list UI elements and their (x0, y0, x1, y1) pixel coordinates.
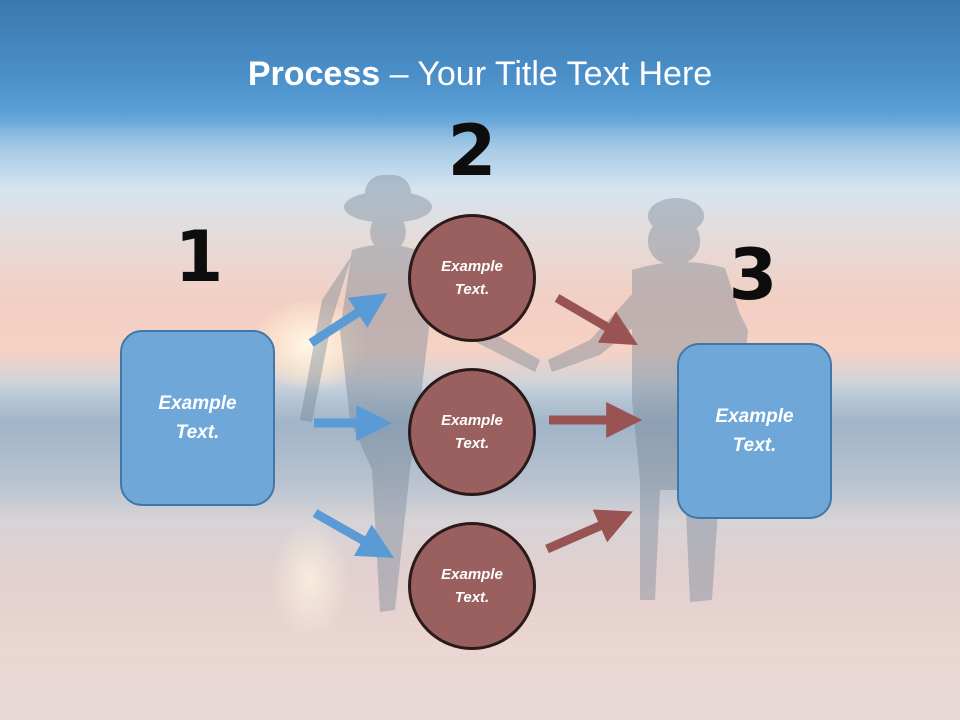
circle-bottom: Example Text. (408, 522, 536, 650)
arrow-left-to-bottom (312, 509, 395, 559)
left-box-text: Example Text. (158, 393, 237, 443)
sun-reflection (270, 520, 350, 640)
arrow-bottom-to-right (545, 509, 633, 554)
title-rest: – Your Title Text Here (380, 55, 713, 93)
arrow-left-to-top (308, 293, 388, 347)
step-number-1: 1 (174, 216, 224, 298)
circle-top-text: Example Text. (441, 258, 503, 298)
right-box: Example Text. (677, 343, 832, 519)
title-band (0, 0, 960, 130)
circle-top: Example Text. (408, 214, 536, 342)
circle-middle-text: Example Text. (441, 412, 503, 452)
circle-bottom-text: Example Text. (441, 566, 503, 606)
arrow-top-to-right (554, 294, 639, 346)
slide-title: Process – Your Title Text Here (0, 52, 960, 96)
right-box-text: Example Text. (715, 406, 794, 456)
step-number-3: 3 (728, 234, 778, 316)
left-box: Example Text. (120, 330, 275, 506)
title-strong: Process (247, 55, 381, 93)
circle-middle: Example Text. (408, 368, 536, 496)
step-number-2: 2 (447, 110, 497, 192)
